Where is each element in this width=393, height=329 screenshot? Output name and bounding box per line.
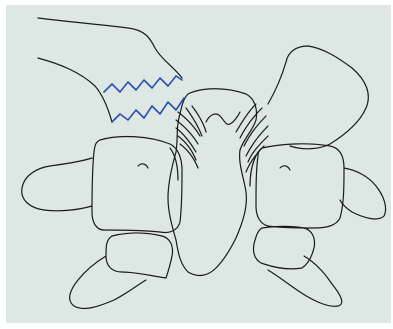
diagram-canvas: [0, 0, 393, 329]
diagram-svg: [0, 0, 393, 329]
